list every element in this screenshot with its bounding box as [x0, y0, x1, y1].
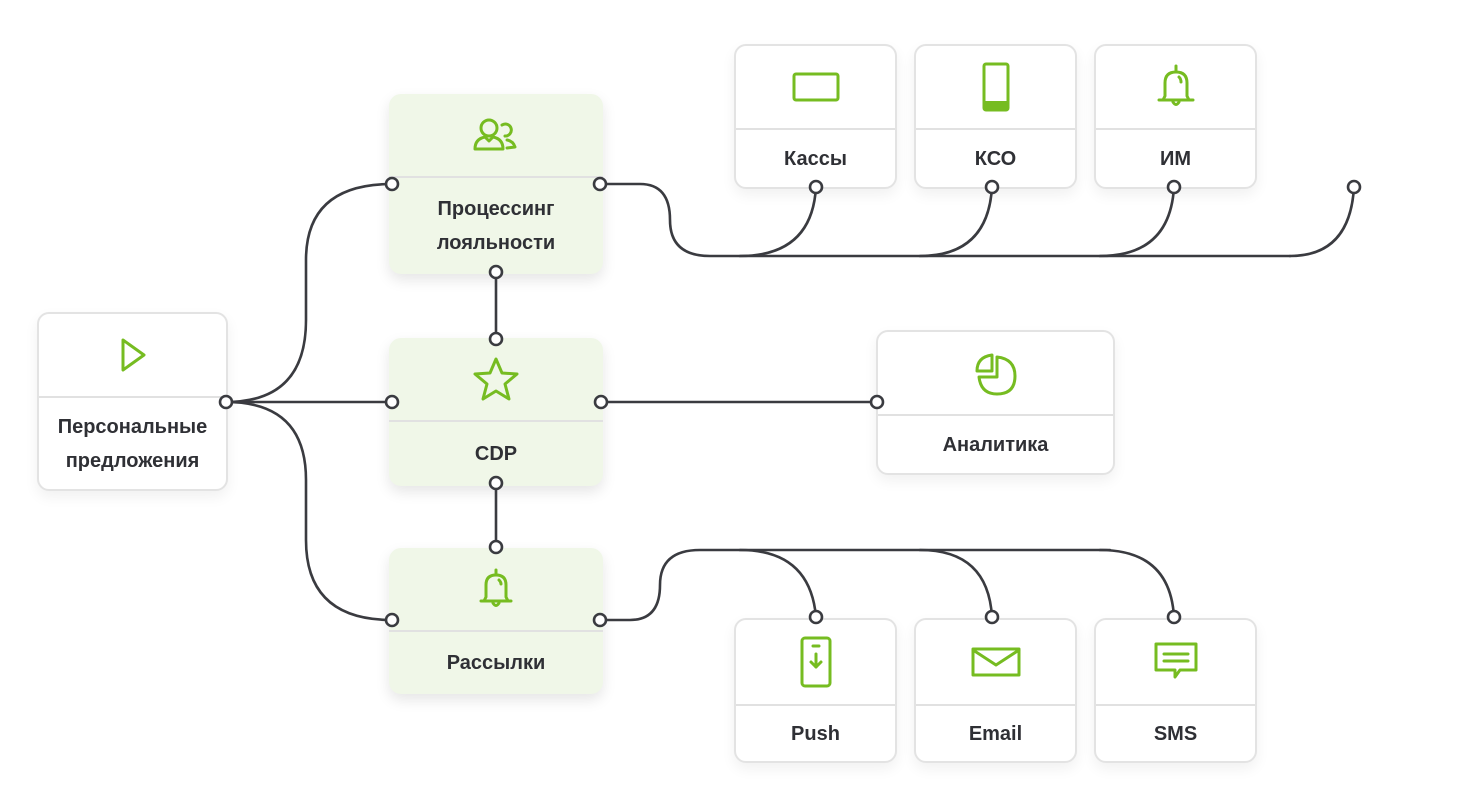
node-label: CDP: [474, 443, 518, 465]
node-mailings[interactable]: Рассылки: [389, 548, 603, 694]
edge-bus-to-extra: [1288, 185, 1356, 258]
node-label: Кассы: [784, 147, 847, 170]
node-label: Рассылки: [446, 652, 546, 674]
node-label: Push: [791, 722, 840, 745]
node-sms[interactable]: SMS: [1094, 618, 1257, 763]
star-icon: [473, 357, 519, 401]
node-push[interactable]: Push: [734, 618, 897, 763]
users-icon: [473, 118, 517, 151]
node-label: ИМ: [1159, 147, 1192, 170]
edge-bus-to-kassy: [738, 185, 818, 258]
node-cdp[interactable]: CDP: [389, 338, 603, 486]
node-label: Персональные предложения: [57, 415, 208, 472]
edge-mailing-bus: [598, 548, 1112, 622]
node-kso[interactable]: КСО: [914, 44, 1077, 189]
node-label: Процессинг лояльности: [436, 198, 556, 254]
node-loyalty-processing[interactable]: Процессинг лояльности: [389, 94, 603, 274]
port: [1346, 179, 1362, 195]
envelope-icon: [971, 647, 1020, 677]
node-email[interactable]: Email: [914, 618, 1077, 763]
phone-icon: [982, 62, 1009, 112]
edge-bus-to-im: [1098, 185, 1176, 258]
bell-icon: [479, 568, 513, 607]
node-personal-offers[interactable]: Персональные предложения: [37, 312, 228, 491]
bell-icon: [1157, 64, 1194, 106]
edge-personal-to-mailing: [224, 400, 394, 622]
edge-bus-to-sms: [1098, 548, 1176, 619]
node-label: SMS: [1153, 722, 1198, 745]
edge-loyalty-bus: [598, 182, 1292, 258]
node-label: КСО: [974, 147, 1017, 170]
node-analytics[interactable]: Аналитика: [876, 330, 1115, 475]
chat-message-icon: [1154, 642, 1197, 679]
edge-bus-to-kso: [918, 185, 994, 258]
node-label: Аналитика: [942, 433, 1049, 456]
edge-personal-to-loyalty: [224, 182, 394, 404]
node-im[interactable]: ИМ: [1094, 44, 1257, 189]
node-kassy[interactable]: Кассы: [734, 44, 897, 189]
edge-bus-to-push: [738, 548, 818, 619]
play-icon: [121, 338, 145, 372]
node-label: Email: [968, 722, 1023, 745]
edge-bus-to-email: [918, 548, 994, 619]
pos-terminal-icon: [792, 72, 839, 102]
pie-chart-icon: [975, 353, 1016, 396]
phone-download-icon: [800, 636, 831, 688]
